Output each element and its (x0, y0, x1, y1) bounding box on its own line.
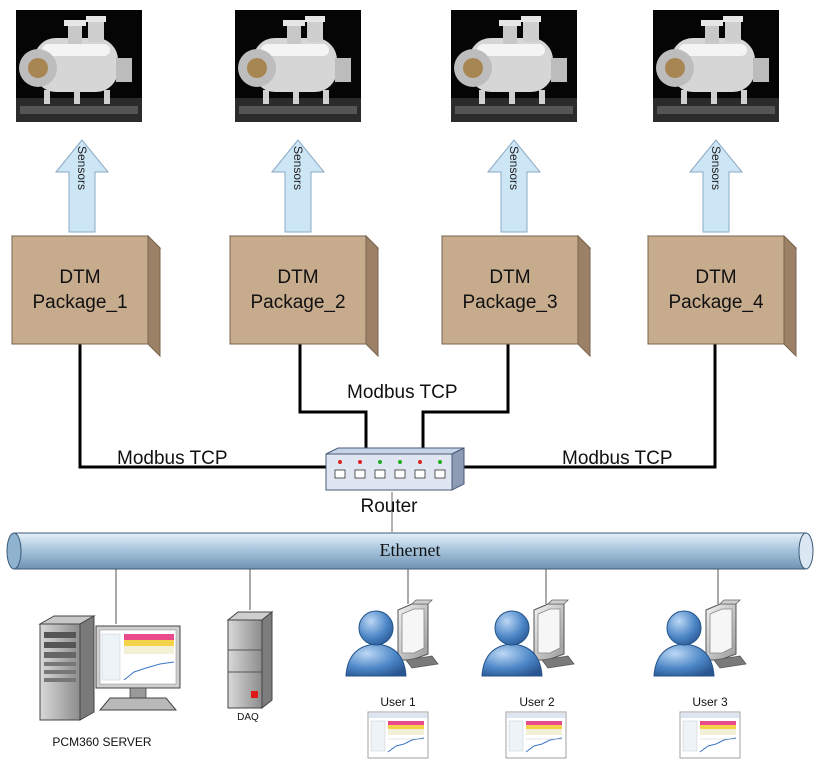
sensor-label-2: Sensors (291, 146, 305, 190)
daq-device (226, 610, 274, 710)
package-4-line1: DTM (695, 267, 736, 288)
pump-image-2 (235, 10, 361, 122)
dtm-package-2: DTM Package_2 (229, 235, 379, 357)
modbus-label-center: Modbus TCP (347, 382, 458, 403)
dtm-package-1: DTM Package_1 (11, 235, 161, 357)
user-workstation-2 (481, 599, 575, 677)
user-label-3: User 3 (692, 695, 728, 709)
ethernet-label: Ethernet (380, 540, 441, 560)
pump-image-4 (653, 10, 779, 122)
network-drops (115, 569, 719, 624)
package-4-line2: Package_4 (668, 292, 764, 313)
package-1-line1: DTM (59, 267, 100, 288)
modbus-label-left: Modbus TCP (117, 448, 228, 469)
modbus-label-right: Modbus TCP (562, 448, 673, 469)
user-workstation-3 (653, 599, 747, 677)
dtm-package-4: DTM Package_4 (647, 235, 797, 357)
sensor-arrow-3: Sensors (487, 139, 541, 233)
package-3-line1: DTM (489, 267, 530, 288)
user-label-2: User 2 (519, 695, 555, 709)
user-screen-thumb-1 (367, 711, 429, 759)
user-label-1: User 1 (380, 695, 416, 709)
sensor-arrow-4: Sensors (689, 139, 743, 233)
router-label: Router (360, 496, 418, 517)
user-workstation-1 (345, 599, 439, 677)
pump-image-3 (451, 10, 577, 122)
pump-image-1 (16, 10, 142, 122)
sensor-label-3: Sensors (507, 146, 521, 190)
sensor-arrow-1: Sensors (55, 139, 109, 233)
router-device (325, 447, 465, 491)
dtm-package-3: DTM Package_3 (441, 235, 591, 357)
package-1-line2: Package_1 (32, 292, 127, 313)
package-2-line2: Package_2 (250, 292, 345, 313)
ethernet-bus (6, 532, 814, 570)
user-screen-thumb-2 (505, 711, 567, 759)
daq-label: DAQ (237, 712, 259, 723)
sensor-label-1: Sensors (75, 146, 89, 190)
sensor-label-4: Sensors (709, 146, 723, 190)
package-3-line2: Package_3 (462, 292, 557, 313)
sensor-arrow-2: Sensors (271, 139, 325, 233)
package-2-line1: DTM (277, 267, 318, 288)
server-workstation (38, 615, 181, 721)
user-screen-thumb-3 (679, 711, 741, 759)
connection-lines (78, 344, 717, 469)
server-label: PCM360 SERVER (52, 735, 151, 749)
